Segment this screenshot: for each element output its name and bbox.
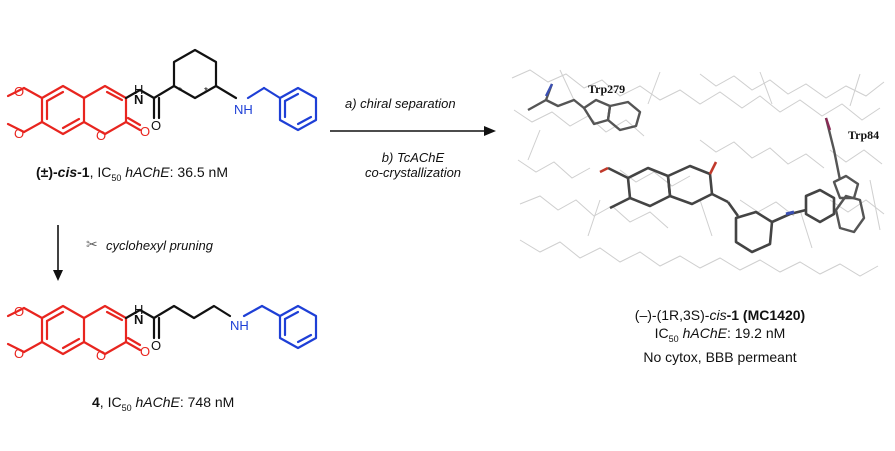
trp84-carbonyl xyxy=(824,117,832,131)
trp279-nitrogen xyxy=(544,83,554,97)
caption-4: 4, IC50 hAChE: 748 nM xyxy=(92,394,235,413)
butyl-linker-bottom xyxy=(124,304,232,340)
nh-label-top: H xyxy=(134,82,144,97)
stereo-star-2: * xyxy=(204,86,208,97)
benzylamine-top xyxy=(246,86,318,132)
pruning-label: cyclohexyl pruning xyxy=(106,238,213,253)
cyclohexyl-linker-top xyxy=(124,48,238,120)
stereo-star-1: * xyxy=(178,86,182,97)
protein-backbone xyxy=(511,69,885,277)
carbonyl-o-label-bottom: O xyxy=(140,344,151,359)
methoxy-o-label-2: O xyxy=(14,126,25,141)
coumarin-core-top xyxy=(6,84,142,136)
amine-nh-label-top: NH xyxy=(234,102,253,117)
trp84-label: Trp84 xyxy=(848,128,880,142)
coumarin-core-bottom xyxy=(6,304,142,356)
scissors-icon: ✂ xyxy=(86,236,98,252)
ring-o-label-top: O xyxy=(96,128,107,143)
result-note: No cytox, BBB permeant xyxy=(643,348,797,365)
result-name: (–)-(1R,3S)-cis-1 (MC1420) xyxy=(634,307,806,323)
result-ic50: IC50 hAChE: 19.2 nM xyxy=(654,325,786,344)
caption-cis-1: (±)-cis-1, IC50 hAChE: 36.5 nM xyxy=(36,164,229,183)
ligand-mc1420 xyxy=(607,164,836,254)
methoxy-o-label-1: O xyxy=(14,84,25,99)
ligand-oxygen xyxy=(708,161,718,175)
methoxy-o-label-4: O xyxy=(14,346,25,361)
ligand-nitrogen xyxy=(785,210,795,216)
amine-nh-label-bottom: NH xyxy=(230,318,249,333)
carbonyl-o-label-top: O xyxy=(140,124,151,139)
amide-o-label-top: O xyxy=(151,118,162,133)
trp279-residue xyxy=(527,83,642,132)
trp279-label: Trp279 xyxy=(588,82,626,96)
ligand-methoxy-o xyxy=(599,166,609,174)
n-label-top: N xyxy=(134,92,144,107)
step-b-label: b) TcAChE co-crystallization xyxy=(364,150,462,180)
n-label-bottom: N xyxy=(134,312,144,327)
ring-o-label-bottom: O xyxy=(96,348,107,363)
amide-o-label-bottom: O xyxy=(151,338,162,353)
result-caption: (–)-(1R,3S)-cis-1 (MC1420) IC50 hAChE: 1… xyxy=(590,306,850,366)
methoxy-o-label-3: O xyxy=(14,304,25,319)
benzylamine-bottom xyxy=(242,304,318,350)
nh-label-bottom: H xyxy=(134,302,144,317)
step-a-label: a) chiral separation xyxy=(345,96,456,111)
